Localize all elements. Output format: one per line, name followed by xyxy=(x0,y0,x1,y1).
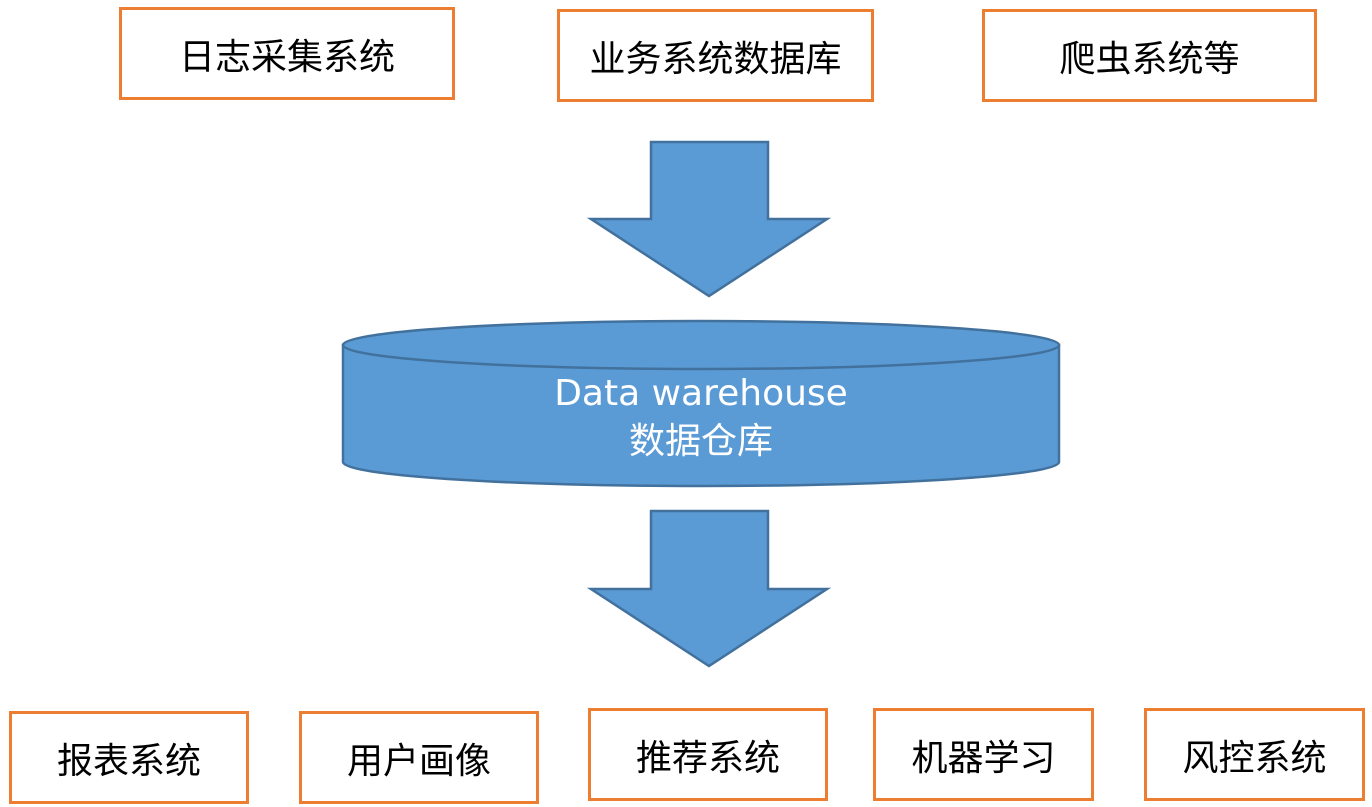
output-box-recommendation-system: 推荐系统 xyxy=(588,708,828,801)
output-box-machine-learning: 机器学习 xyxy=(873,708,1094,801)
output-label: 风控系统 xyxy=(1182,737,1327,779)
output-box-report-system: 报表系统 xyxy=(9,711,249,804)
warehouse-cylinder xyxy=(341,319,1061,488)
warehouse-title-cn: 数据仓库 xyxy=(628,421,773,462)
source-box-business-database: 业务系统数据库 xyxy=(557,9,874,102)
source-label: 日志采集系统 xyxy=(178,36,395,78)
source-box-log-collection: 日志采集系统 xyxy=(119,7,455,100)
output-label: 机器学习 xyxy=(911,737,1056,779)
source-box-crawler-system: 爬虫系统等 xyxy=(982,9,1317,102)
output-label: 报表系统 xyxy=(56,740,201,782)
output-box-user-profile: 用户画像 xyxy=(299,711,539,804)
source-label: 爬虫系统等 xyxy=(1059,38,1240,80)
warehouse-cylinder-body xyxy=(341,343,1061,488)
output-box-risk-control: 风控系统 xyxy=(1144,708,1365,801)
down-arrow-top xyxy=(586,140,832,298)
warehouse-title-en: Data warehouse xyxy=(554,373,848,414)
source-label: 业务系统数据库 xyxy=(589,38,842,80)
output-label: 推荐系统 xyxy=(635,737,780,779)
down-arrow-bottom xyxy=(586,509,832,668)
warehouse-cylinder-top xyxy=(341,319,1061,371)
output-label: 用户画像 xyxy=(346,740,491,782)
